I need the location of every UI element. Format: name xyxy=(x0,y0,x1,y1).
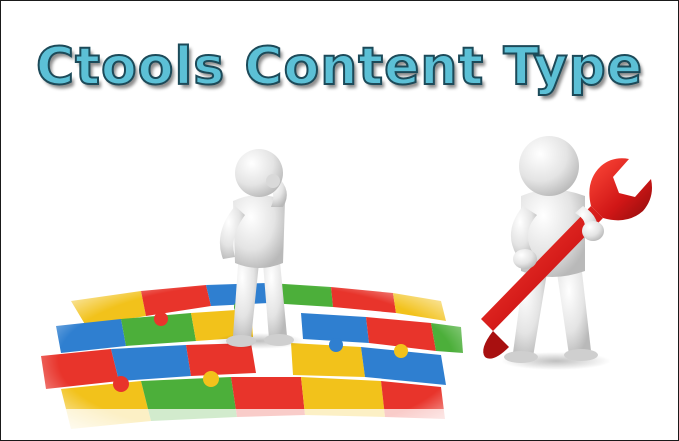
slide-title: Ctools Content Type xyxy=(35,37,644,97)
confused-figure xyxy=(214,149,304,349)
wrench-figure xyxy=(481,136,652,370)
wrench-icon xyxy=(481,158,652,359)
